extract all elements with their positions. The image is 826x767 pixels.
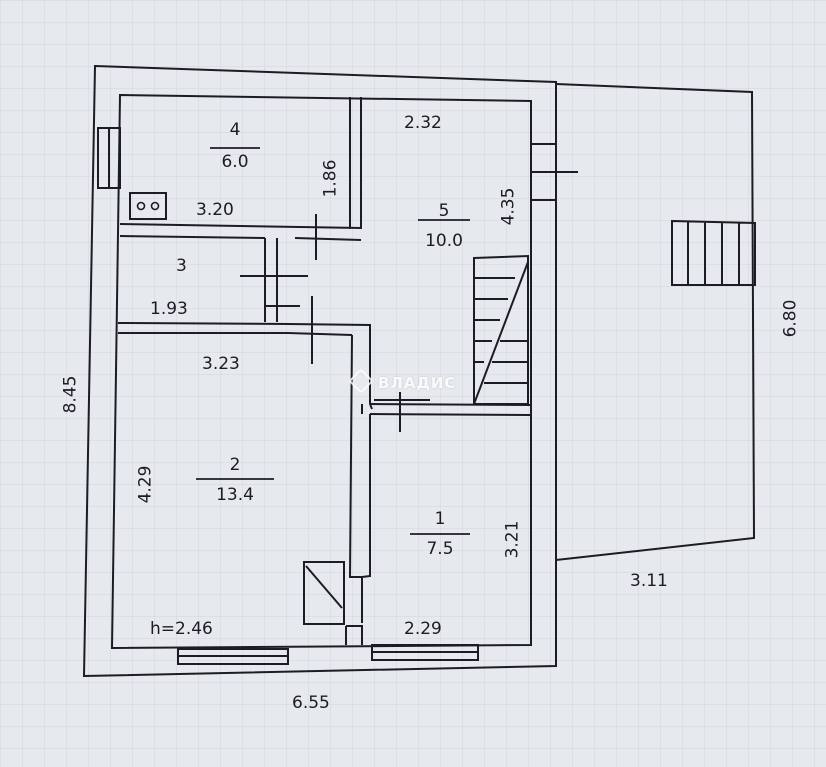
- sink-symbol: [129, 192, 167, 220]
- room1-number: 1: [434, 509, 446, 529]
- dim-annex-height: 6.80: [780, 299, 801, 338]
- room2-label: 2 13.4: [196, 455, 274, 505]
- room2-area: 13.4: [216, 485, 254, 505]
- dim-total-height: 8.45: [60, 375, 81, 414]
- room3-wall-right: [264, 238, 278, 322]
- inner-wall: [110, 93, 532, 650]
- window-bottom-right: [371, 644, 479, 661]
- chimney-base: [345, 625, 363, 645]
- room4-number: 4: [229, 120, 241, 140]
- annex-stair: [671, 219, 756, 286]
- room1-area: 7.5: [426, 539, 454, 559]
- dim-room3-width: 1.93: [150, 299, 188, 319]
- dim-room5-height: 4.35: [498, 187, 519, 226]
- dim-room1-width: 2.29: [404, 619, 442, 639]
- room2-number: 2: [229, 455, 241, 475]
- room4-label: 4 6.0: [210, 120, 260, 172]
- room5-label: 5 10.0: [418, 201, 470, 251]
- room1-wall-left: [361, 404, 371, 578]
- room5-area: 10.0: [425, 231, 463, 251]
- watermark-logo-icon: [348, 368, 374, 394]
- stair-outline: [473, 254, 529, 405]
- watermark: ВЛАДИС: [348, 368, 457, 394]
- room1-label: 1 7.5: [410, 509, 470, 559]
- room5-number: 5: [438, 201, 450, 221]
- room4-wall-bottom: [119, 235, 362, 241]
- dim-room2-width: 3.23: [202, 354, 240, 374]
- dim-room4-width: 3.20: [196, 200, 234, 220]
- dim-room2-height: 4.29: [135, 465, 156, 504]
- chimney-diagonal: [305, 565, 343, 609]
- dim-annex-width: 3.11: [630, 571, 668, 591]
- outer-wall: [82, 64, 557, 678]
- chimney: [303, 561, 345, 625]
- dim-total-width: 6.55: [292, 693, 330, 713]
- room4-area: 6.0: [221, 152, 249, 172]
- room3-number: 3: [176, 256, 187, 276]
- watermark-text: ВЛАДИС: [378, 374, 457, 392]
- door-marks: [240, 214, 430, 432]
- dim-room4-height: 1.86: [320, 159, 341, 198]
- room4-walls: [119, 97, 362, 230]
- dim-room1-height: 3.21: [502, 520, 523, 559]
- window-bottom-left: [177, 648, 289, 665]
- dim-room5-width: 2.32: [404, 113, 442, 133]
- dim-ceiling-height: h=2.46: [150, 619, 213, 639]
- annex-outline: [555, 83, 756, 561]
- room3-wall-bottom: [117, 322, 371, 404]
- stair-diagonal: [473, 261, 529, 405]
- window-left: [97, 127, 121, 189]
- stair-steps: [474, 277, 528, 384]
- window-right: [531, 143, 578, 201]
